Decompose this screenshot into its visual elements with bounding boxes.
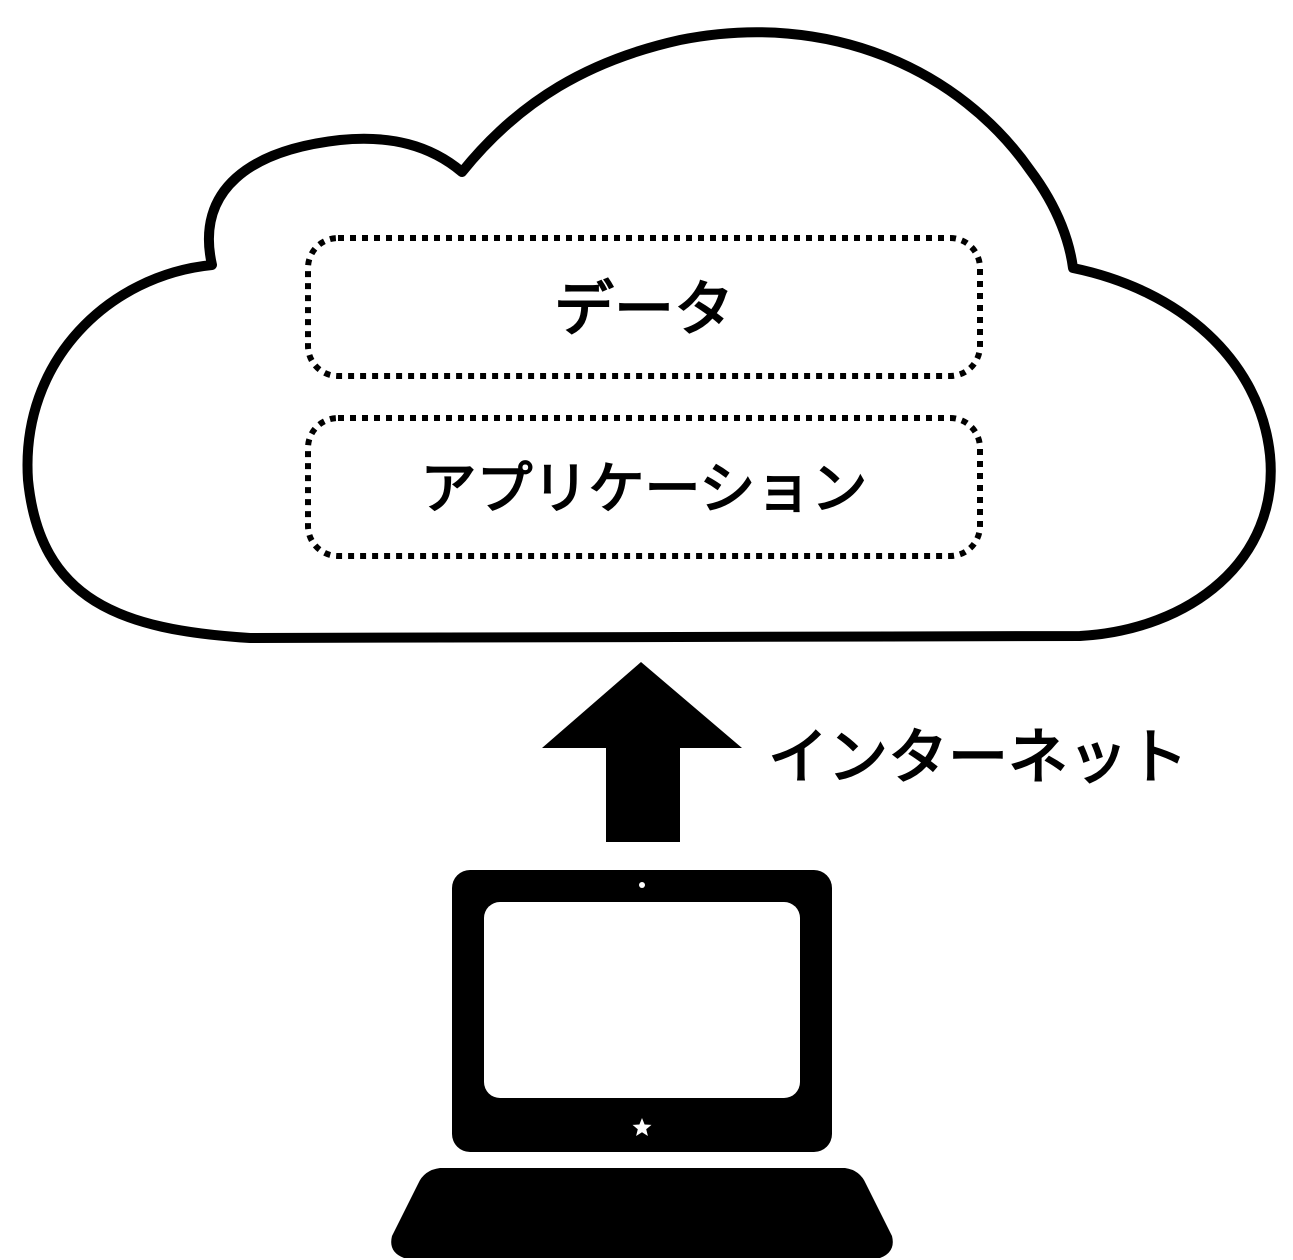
star-icon — [632, 1118, 652, 1136]
cloud-icon — [22, 27, 1276, 643]
camera-icon — [639, 882, 645, 888]
internet-label: インターネット — [768, 723, 1188, 793]
application-label: アプリケーション — [421, 457, 868, 522]
data-label: データ — [554, 275, 734, 345]
data-box — [305, 235, 983, 379]
arrow-up-icon — [542, 662, 742, 842]
laptop-display — [484, 902, 800, 1098]
laptop-icon — [391, 870, 893, 1258]
laptop-base — [391, 1168, 893, 1258]
application-box — [305, 415, 983, 559]
